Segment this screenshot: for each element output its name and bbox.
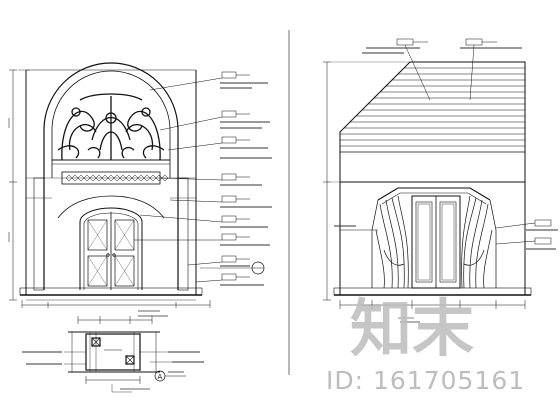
svg-text:A: A bbox=[158, 373, 163, 381]
siding-lines bbox=[340, 67, 525, 147]
left-callouts bbox=[134, 71, 250, 283]
left-elevation bbox=[8, 62, 272, 308]
right-curtain bbox=[461, 195, 493, 289]
inner-arch bbox=[51, 70, 171, 178]
left-curtain bbox=[375, 195, 409, 289]
outer-arch bbox=[43, 62, 179, 290]
canopy-frame bbox=[377, 187, 491, 201]
left-annotation-strokes bbox=[220, 82, 272, 286]
right-annotation-strokes bbox=[334, 47, 558, 250]
detail-section: A bbox=[22, 310, 204, 393]
transom-pattern bbox=[65, 174, 169, 182]
wrought-iron-grille bbox=[57, 93, 165, 161]
right-elevation bbox=[323, 38, 558, 323]
door-panels bbox=[87, 219, 135, 287]
door-frame bbox=[79, 207, 143, 290]
watermark-id: ID: 161705161 bbox=[326, 366, 526, 395]
right-callouts bbox=[340, 38, 552, 245]
watermark-logo: 知末 bbox=[350, 292, 474, 364]
watermark-logo-text: 知末 bbox=[350, 292, 474, 364]
